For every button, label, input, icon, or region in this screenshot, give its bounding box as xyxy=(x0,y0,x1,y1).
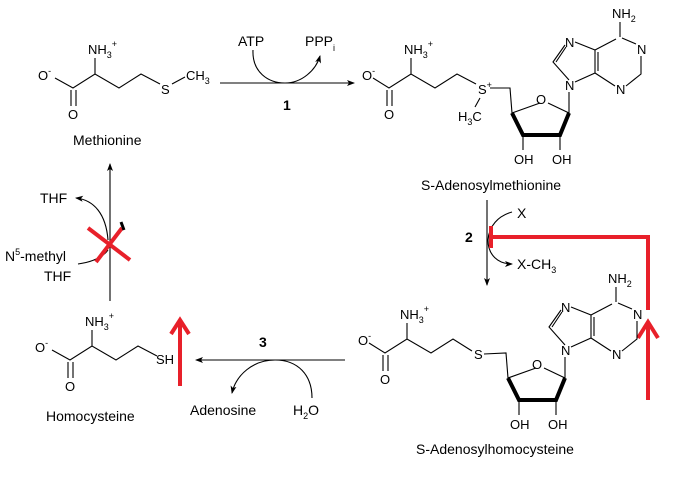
svg-text:O: O xyxy=(384,107,394,122)
methyl-transfer-curve xyxy=(487,211,513,267)
step-number-1: 1 xyxy=(283,97,291,113)
thf-product-label: THF xyxy=(40,190,67,206)
svg-text:NH3+: NH3+ xyxy=(85,311,114,332)
step-number-2: 2 xyxy=(465,229,473,245)
svg-text:S: S xyxy=(474,347,483,362)
svg-text:N: N xyxy=(633,307,642,322)
homocysteine-structure: NH3+ O- O SH xyxy=(35,311,174,394)
thf-curve-arrow xyxy=(75,195,109,241)
svg-text:OH: OH xyxy=(510,417,530,432)
svg-text:S+: S+ xyxy=(478,80,492,97)
svg-text:O: O xyxy=(65,379,75,394)
svg-text:N: N xyxy=(561,300,570,315)
svg-text:NH3+: NH3+ xyxy=(404,39,433,60)
homocysteine-increase-arrow-icon xyxy=(169,316,191,386)
methyl-thf-label: N5-methyl xyxy=(5,247,66,264)
sam-structure: NH3+ O- O S+ H3C O OH OH N N N N NH2 xyxy=(362,6,646,167)
svg-text:OH: OH xyxy=(514,152,534,167)
svg-text:SH: SH xyxy=(156,352,174,367)
atp-label: ATP xyxy=(238,33,264,49)
water-label: H2O xyxy=(293,402,319,421)
svg-text:NH3+: NH3+ xyxy=(88,39,117,60)
sah-inhibition-line xyxy=(489,226,650,310)
svg-text:S: S xyxy=(161,82,170,97)
step-number-3: 3 xyxy=(259,334,267,350)
sah-increase-arrow-icon xyxy=(636,318,660,400)
svg-text:N: N xyxy=(637,42,646,57)
svg-text:O-: O- xyxy=(362,66,375,83)
svg-text:O: O xyxy=(380,372,390,387)
hydrolysis-curve xyxy=(230,359,313,399)
sah-label: S-Adenosylhomocysteine xyxy=(416,441,574,457)
sah-structure: NH3+ O- O S O OH OH N N N N NH2 xyxy=(358,271,642,432)
atp-curve-arrow xyxy=(252,49,321,84)
reaction-step-3: 3 Adenosine H2O xyxy=(190,334,345,421)
svg-text:N: N xyxy=(565,35,574,50)
svg-text:O: O xyxy=(532,357,542,372)
methyl-thf-label-line2: THF xyxy=(44,268,71,284)
svg-text:N: N xyxy=(616,82,625,97)
reaction-step-1: ATP PPPi 1 xyxy=(220,33,355,113)
methionine-label: Methionine xyxy=(73,132,142,148)
homocysteine-label: Homocysteine xyxy=(46,408,135,424)
svg-text:NH2: NH2 xyxy=(612,6,636,24)
remethylation-step: THF N5-methyl THF xyxy=(5,163,113,301)
methionine-structure: NH3+ O- O S CH3 xyxy=(38,39,210,122)
svg-text:CH3: CH3 xyxy=(186,68,210,86)
blocked-x-icon xyxy=(86,221,132,264)
svg-text:O: O xyxy=(68,107,78,122)
svg-text:N: N xyxy=(561,343,570,358)
svg-text:O-: O- xyxy=(358,331,371,348)
svg-text:OH: OH xyxy=(548,417,568,432)
svg-text:N: N xyxy=(612,347,621,362)
svg-text:O-: O- xyxy=(38,66,51,83)
x-ch3-label: X-CH3 xyxy=(517,256,556,275)
sam-label: S-Adenosylmethionine xyxy=(421,177,561,193)
pppi-label: PPPi xyxy=(305,33,335,53)
reaction-step-2: X X-CH3 2 xyxy=(465,200,556,286)
svg-text:O-: O- xyxy=(35,338,48,355)
x-acceptor-label: X xyxy=(517,205,527,221)
svg-text:O: O xyxy=(536,92,546,107)
svg-text:OH: OH xyxy=(552,152,572,167)
svg-text:NH3+: NH3+ xyxy=(400,304,429,325)
svg-text:NH2: NH2 xyxy=(608,271,632,289)
adenosine-label: Adenosine xyxy=(190,402,256,418)
svg-text:H3C: H3C xyxy=(458,109,482,127)
svg-text:N: N xyxy=(565,78,574,93)
